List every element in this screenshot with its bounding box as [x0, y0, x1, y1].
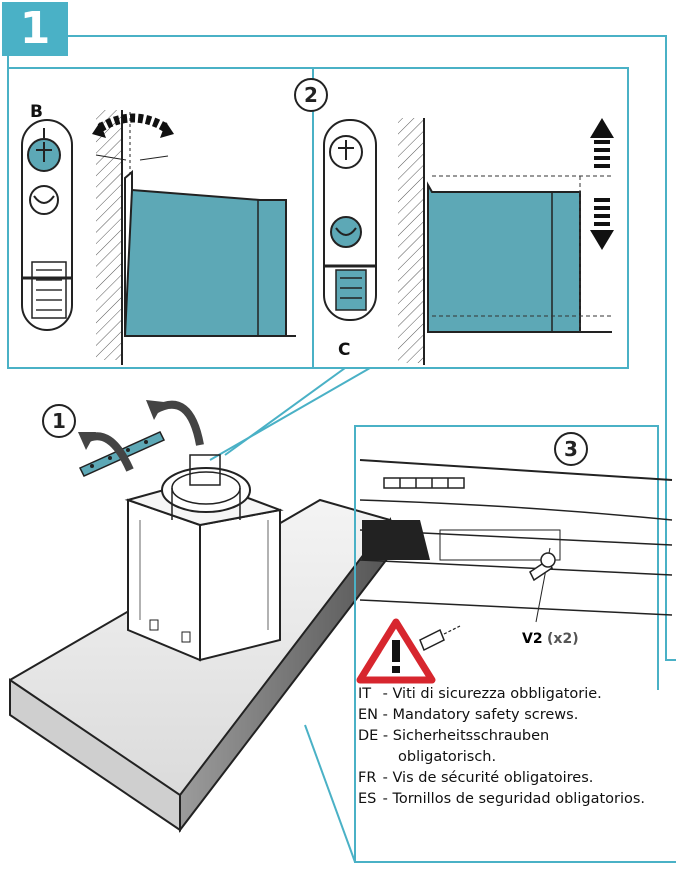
hood-duct: [161, 454, 251, 520]
screw-qty: (x2): [547, 631, 579, 647]
substep-3-marker: 3: [554, 432, 588, 466]
substep-1-marker: 1: [42, 404, 76, 438]
detail-right-panel: [427, 175, 612, 333]
substep-2-marker: 2: [294, 78, 328, 112]
safety-warning-list: IT - Viti di sicurezza obbligatorie. EN …: [358, 684, 674, 810]
warning-line-de-cont: obligatorisch.: [398, 749, 497, 765]
warning-line-fr: FR - Vis de sécurité obligatoires.: [358, 770, 594, 786]
tilt-arrow: [92, 112, 174, 175]
part-label-b: B: [30, 102, 43, 122]
detail-panel-frame: [7, 67, 629, 461]
part-label-c: C: [338, 340, 351, 360]
rotate-arrows: [78, 400, 204, 472]
detail-left-panel: [123, 169, 296, 337]
detail-left-wall: [96, 110, 123, 365]
warning-line-en: EN - Mandatory safety screws.: [358, 707, 579, 723]
screw-label: V2 (x2): [522, 631, 579, 647]
detail-3-hood-edge: [359, 459, 673, 623]
warning-line-de: DE - Sicherheitsschrauben: [358, 728, 550, 744]
step-number-badge: 1: [2, 2, 68, 56]
warning-triangle-icon: [356, 618, 436, 684]
warning-line-es: ES - Tornillos de seguridad obligatorios…: [358, 791, 646, 807]
detail-left-bracket: [21, 119, 73, 331]
screw-code: V2: [522, 631, 543, 647]
detail-right-wall: [398, 118, 425, 365]
screw-loose-icon: [419, 625, 461, 652]
vertical-arrow: [590, 118, 614, 250]
detail-right-bracket: [323, 119, 377, 321]
warning-line-it: IT - Viti di sicurezza obbligatorie.: [358, 686, 602, 702]
detail-3-frame: [304, 425, 676, 863]
screw-v2-icon: [529, 552, 556, 582]
